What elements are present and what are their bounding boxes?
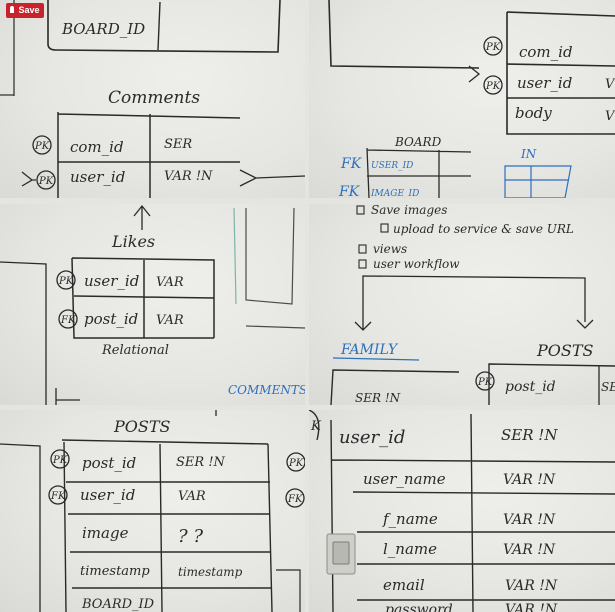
wall-outlet [326, 533, 356, 575]
tile-board-comments: BOARD_ID Comments PK com_id SER PK user_… [0, 0, 305, 198]
type-var: V [605, 109, 615, 124]
pk-badge: PK [485, 42, 501, 53]
field-user-id: user_id [70, 168, 125, 186]
note-item: upload to service & save URL [393, 222, 574, 236]
type-var-n: VAR !N [503, 542, 556, 558]
type-var: V [605, 77, 615, 92]
note-item: views [373, 242, 407, 256]
type-ser: SE [601, 380, 615, 394]
type-ser: SER [164, 137, 192, 152]
pk-badge: PK [58, 276, 74, 287]
field-body: body [515, 104, 552, 122]
pk-badge: PK [34, 141, 50, 152]
field-user-id: user_id [339, 427, 405, 448]
field-f-name: f_name [382, 510, 438, 528]
type-ser-n: SER !N [176, 455, 226, 470]
comments-title: Comments [108, 88, 200, 108]
edge-key-label: K [310, 419, 322, 434]
type-var-n: VAR !N [164, 169, 213, 184]
family-label: FAMILY [340, 342, 399, 358]
pk-badge: PK [52, 455, 68, 466]
fk-badge: FK [60, 315, 76, 326]
board-id-field: BOARD_ID [61, 20, 145, 38]
fk-label: FK [338, 184, 361, 198]
note-item: user workflow [373, 257, 460, 271]
field-user-name: user_name [363, 470, 446, 488]
fk-cell-user-id: USER_ID [371, 161, 413, 171]
tile-likes: Likes PK user_id VAR FK post_id VAR Rela… [0, 204, 305, 405]
type-var-n: VAR !N [505, 578, 558, 594]
pk-badge: PK [288, 458, 304, 469]
save-button[interactable]: Save [6, 3, 44, 18]
type-var-n: VAR !N [505, 602, 558, 612]
fk-badge: FK [50, 491, 66, 502]
pk-badge: PK [477, 377, 493, 388]
field-password: password [385, 602, 453, 612]
field-image: image [82, 524, 129, 542]
type-ser-n: SER !N [501, 426, 558, 444]
board-title: BOARD [394, 135, 442, 149]
pk-badge: PK [485, 81, 501, 92]
field-board-id: BOARD_ID [81, 597, 155, 612]
field-user-id: user_id [517, 74, 572, 92]
posts-title: POSTS [113, 417, 171, 436]
save-label: Save [18, 5, 40, 15]
field-l-name: l_name [383, 540, 437, 558]
field-post-id: post_id [505, 379, 556, 395]
note-item: Save images [371, 204, 447, 217]
field-user-id: user_id [84, 272, 139, 290]
field-post-id: post_id [84, 310, 138, 328]
pin-icon [10, 6, 14, 13]
field-timestamp: timestamp [80, 564, 150, 579]
relational-label: Relational [101, 343, 169, 358]
field-com-id: com_id [70, 138, 124, 156]
tile-notes: Save images upload to service & save URL… [309, 204, 615, 405]
field-com-id: com_id [519, 43, 573, 61]
type-var: VAR [178, 489, 206, 504]
type-var: VAR [156, 313, 184, 328]
fk-badge: FK [287, 494, 303, 505]
type-unknown: ? ? [178, 526, 203, 547]
fk-cell-image-id: IMAGE_ID [370, 189, 419, 198]
tile-comments-board: PK com_id PK user_id V body V BOARD FK U… [309, 0, 615, 198]
comments-blue-label: COMMENTS [228, 383, 305, 397]
tile-users: K user_id SER !N user_name VAR !N f_name… [309, 410, 615, 612]
in-label: IN [520, 147, 537, 161]
type-var-n: VAR !N [503, 472, 556, 488]
type-timestamp: timestamp [178, 565, 243, 579]
likes-title: Likes [111, 232, 155, 251]
type-var: VAR [156, 275, 184, 290]
field-post-id: post_id [82, 454, 136, 472]
type-ser-n: SER !N [355, 391, 401, 405]
posts-title: POSTS [536, 341, 594, 360]
type-var-n: VAR !N [503, 512, 556, 528]
tile-posts: POSTS PK post_id SER !N FK user_id VAR i… [0, 410, 305, 612]
pk-badge: PK [38, 176, 54, 187]
fk-label: FK [340, 156, 363, 172]
field-user-id: user_id [80, 486, 135, 504]
field-email: email [383, 576, 425, 594]
